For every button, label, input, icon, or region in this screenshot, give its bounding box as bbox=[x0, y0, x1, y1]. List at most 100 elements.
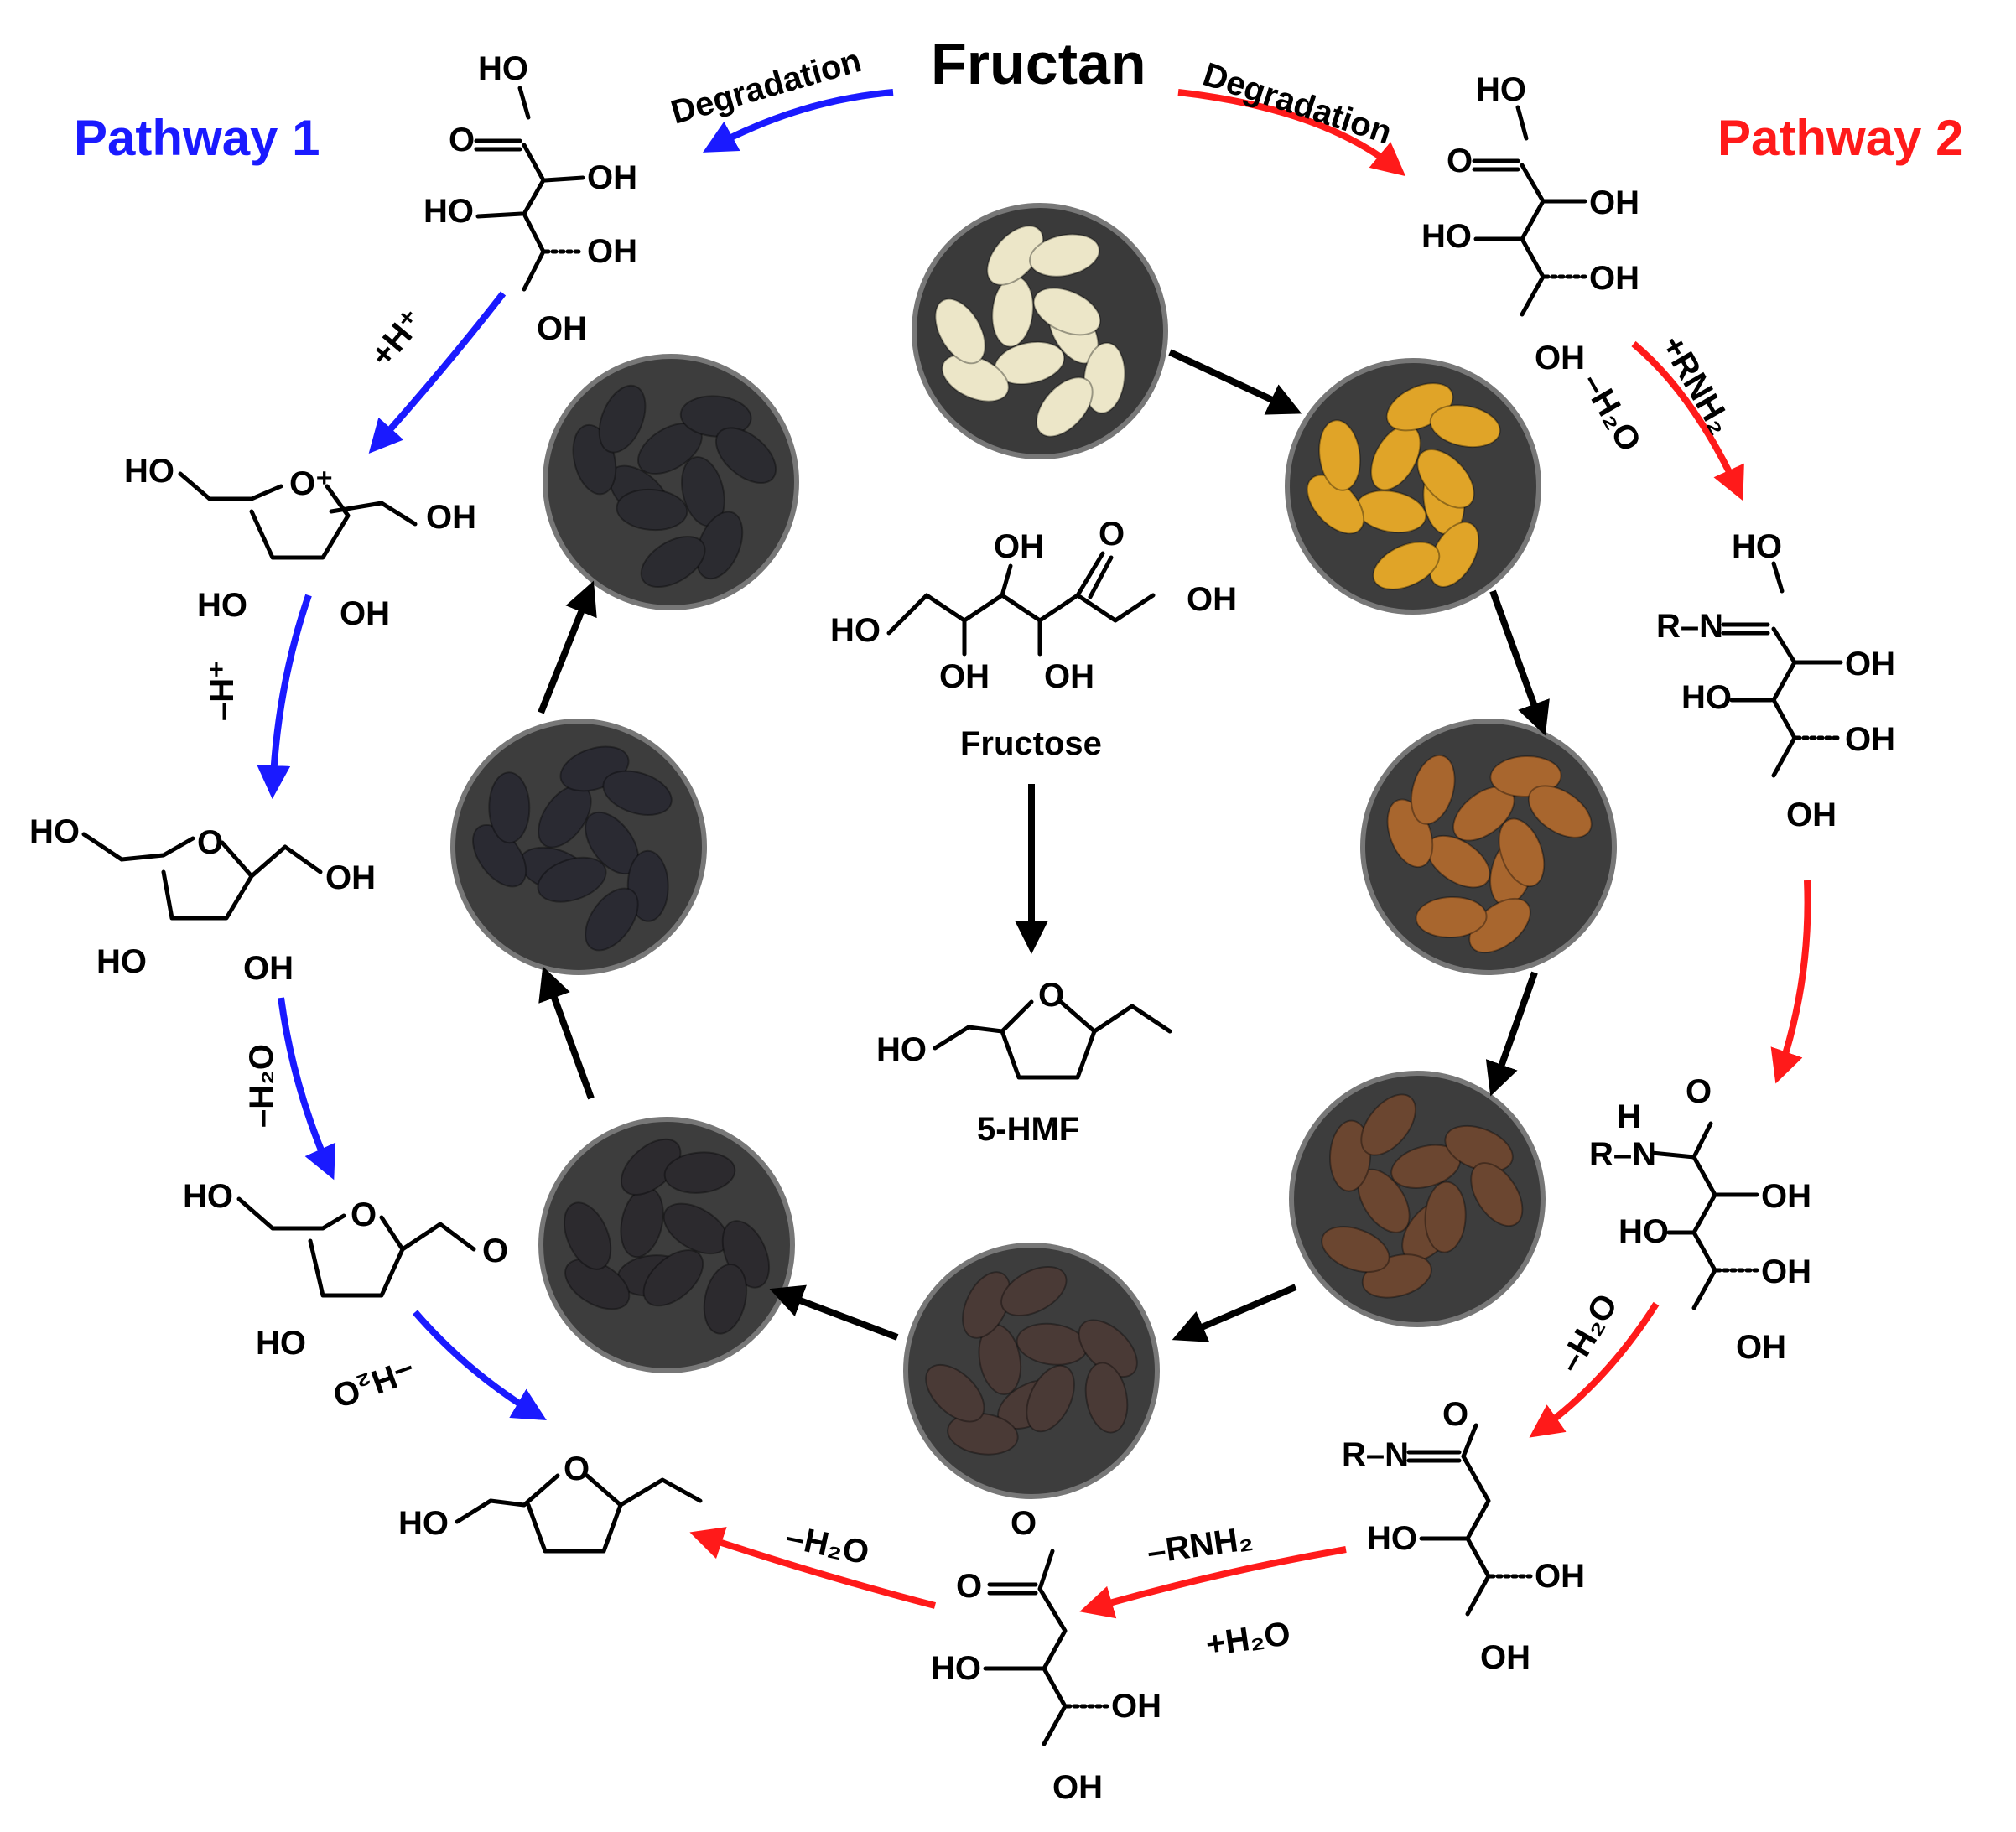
svg-text:HO: HO bbox=[183, 1178, 233, 1215]
step-label-remove-amine: –RNH₂ bbox=[1145, 1520, 1255, 1571]
garlic-clove bbox=[1429, 404, 1501, 449]
garlic-clove bbox=[620, 1138, 682, 1196]
garlic-clove bbox=[1498, 817, 1546, 888]
garlic-clove bbox=[1424, 1181, 1467, 1253]
step-arrow-p1-2 bbox=[257, 594, 312, 799]
garlic-clove bbox=[1360, 1093, 1416, 1156]
degradation-label-left: Degradation bbox=[667, 42, 865, 132]
svg-text:O: O bbox=[1447, 143, 1473, 179]
svg-text:HO: HO bbox=[124, 453, 174, 490]
degradation-arrow-blue bbox=[702, 89, 894, 153]
svg-text:OH: OH bbox=[939, 658, 990, 695]
svg-text:HO: HO bbox=[830, 612, 881, 649]
svg-text:OH: OH bbox=[1535, 1558, 1585, 1595]
svg-text:OH: OH bbox=[1187, 581, 1237, 618]
svg-text:HO: HO bbox=[931, 1650, 981, 1687]
step-label-p1-water-2: –H₂O bbox=[328, 1352, 419, 1415]
step-arrow-p2-2 bbox=[1770, 880, 1811, 1084]
step-label-add-h: +H⁺ bbox=[363, 303, 431, 373]
svg-text:OH: OH bbox=[587, 233, 637, 270]
garlic-clove bbox=[564, 1258, 631, 1310]
svg-text:OH: OH bbox=[1111, 1688, 1161, 1725]
garlic-clove bbox=[1470, 1162, 1524, 1227]
garlic-clove bbox=[986, 225, 1044, 286]
svg-text:HO: HO bbox=[423, 193, 474, 230]
svg-text:OH: OH bbox=[1480, 1639, 1530, 1676]
step-label-p1-water-1: –H₂O bbox=[243, 1044, 280, 1128]
svg-text:R–N: R–N bbox=[1589, 1136, 1656, 1173]
svg-text:OH: OH bbox=[587, 159, 637, 196]
svg-text:O⁺: O⁺ bbox=[289, 465, 333, 502]
cycle-arrow-5 bbox=[769, 1284, 899, 1341]
garlic-clove bbox=[1416, 449, 1475, 509]
step-arrow-p2-5 bbox=[689, 1527, 937, 1609]
imine-intermediate: HO R–N OH HO OH OH bbox=[1656, 528, 1895, 833]
degradation-label-right: Degradation bbox=[1198, 56, 1396, 152]
garlic-clove bbox=[1032, 287, 1101, 336]
svg-text:HO: HO bbox=[398, 1505, 449, 1542]
garlic-clove bbox=[962, 1271, 1011, 1339]
svg-text:OH: OH bbox=[1589, 184, 1639, 221]
garlic-clove bbox=[1372, 541, 1441, 590]
garlic-clove bbox=[640, 535, 706, 589]
svg-text:HO: HO bbox=[1681, 679, 1732, 716]
svg-text:OH: OH bbox=[243, 950, 294, 987]
deoxyglucosone: O O HO OH OH bbox=[931, 1505, 1161, 1806]
garlic-clove bbox=[585, 887, 639, 952]
garlic-clove bbox=[714, 427, 777, 484]
garlic-clove bbox=[1306, 474, 1365, 535]
garlic-clove bbox=[1527, 785, 1593, 838]
svg-text:HO: HO bbox=[1367, 1520, 1417, 1557]
svg-text:HO: HO bbox=[876, 1031, 927, 1068]
garlic-dish-8 bbox=[543, 354, 799, 610]
garlic-clove bbox=[1029, 233, 1100, 278]
svg-text:O: O bbox=[1442, 1396, 1468, 1433]
fructose-center: OH O OH HO OH OH Fructose bbox=[830, 516, 1237, 762]
garlic-clove bbox=[934, 298, 986, 365]
enol-ring: HO O OH HO OH bbox=[29, 813, 376, 987]
svg-text:O: O bbox=[1038, 977, 1064, 1014]
svg-text:H: H bbox=[1617, 1098, 1641, 1135]
cycle-arrow-6 bbox=[538, 966, 595, 1100]
garlic-clove bbox=[947, 1412, 1019, 1456]
cycle-arrow-1 bbox=[1168, 349, 1302, 415]
garlic-clove bbox=[1000, 1265, 1068, 1317]
garlic-dish-4 bbox=[1289, 1071, 1546, 1327]
garlic-clove bbox=[642, 1249, 704, 1307]
garlic-clove bbox=[1444, 1124, 1514, 1172]
fructose-label: Fructose bbox=[960, 725, 1102, 762]
svg-text:OH: OH bbox=[1589, 260, 1639, 297]
svg-text:R–N: R–N bbox=[1342, 1436, 1409, 1473]
garlic-clove bbox=[1321, 1226, 1390, 1274]
svg-text:OH: OH bbox=[1786, 797, 1837, 833]
svg-text:OH: OH bbox=[325, 859, 376, 896]
pathway1-title: Pathway 1 bbox=[74, 110, 320, 166]
degradation-arrow-red bbox=[1177, 89, 1406, 177]
svg-text:OH: OH bbox=[426, 499, 476, 536]
svg-text:OH: OH bbox=[537, 310, 587, 347]
svg-text:OH: OH bbox=[994, 528, 1044, 565]
svg-text:OH: OH bbox=[1845, 646, 1895, 682]
step-label-add-water: +H₂O bbox=[1203, 1615, 1292, 1663]
svg-text:O: O bbox=[1011, 1505, 1037, 1542]
svg-text:O: O bbox=[351, 1196, 377, 1233]
garlic-dish-5 bbox=[903, 1243, 1160, 1499]
garlic-clove bbox=[663, 1151, 736, 1194]
garlic-clove bbox=[626, 849, 669, 922]
dicarbonyl-imine: O R–N HO OH OH bbox=[1342, 1396, 1585, 1676]
garlic-clove bbox=[1411, 754, 1456, 825]
svg-text:O: O bbox=[1686, 1073, 1712, 1110]
svg-text:OH: OH bbox=[1044, 658, 1094, 695]
hmf-center: HO O 5-HMF bbox=[876, 977, 1172, 1148]
svg-text:HO: HO bbox=[256, 1325, 306, 1362]
garlic-dish-2 bbox=[1285, 358, 1541, 615]
garlic-clove bbox=[941, 354, 1010, 402]
cycle-arrow-7 bbox=[538, 580, 597, 714]
garlic-dish-1 bbox=[912, 203, 1168, 459]
svg-text:HO: HO bbox=[1619, 1213, 1669, 1250]
garlic-clove bbox=[1329, 1119, 1372, 1192]
svg-text:O: O bbox=[1099, 516, 1125, 553]
step-label-remove-h: –H⁺ bbox=[204, 661, 241, 721]
step-arrow-p2-1 bbox=[1631, 340, 1744, 501]
